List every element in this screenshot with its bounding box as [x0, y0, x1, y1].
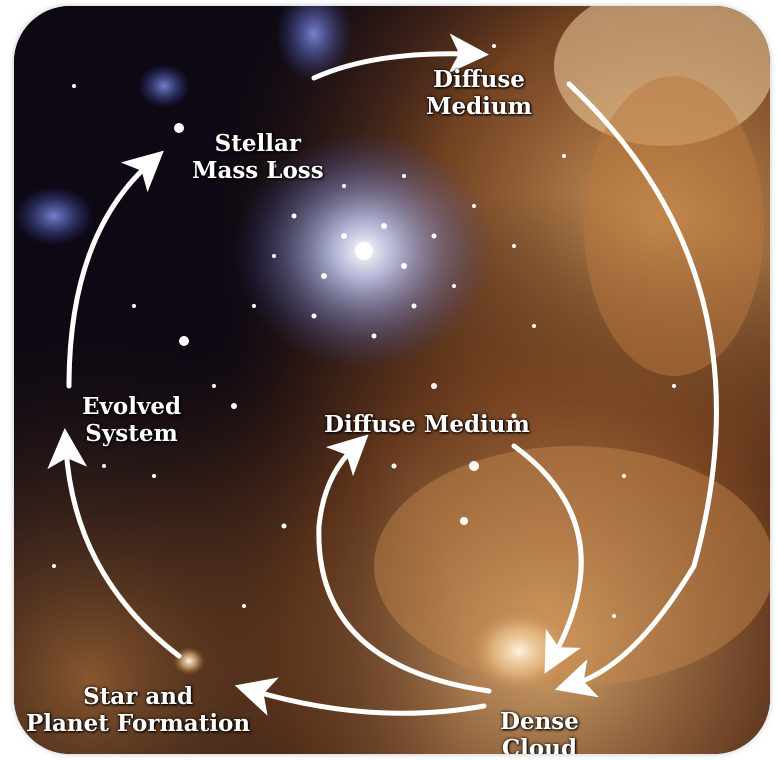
node-diffuse-medium-center-text: Diffuse Medium — [324, 411, 530, 438]
cycle-arrows — [47, 33, 719, 716]
node-star-planet-formation-line2: Planet Formation — [26, 710, 251, 737]
node-evolved-system-line2: System — [85, 420, 178, 447]
node-stellar-mass-loss: Stellar Mass Loss — [192, 130, 324, 184]
arrow-center-to-dense — [511, 443, 584, 674]
node-diffuse-medium-top-line2: Medium — [426, 93, 532, 120]
node-evolved-system-line1: Evolved — [82, 393, 182, 420]
arrow-dense-to-center — [316, 434, 492, 694]
node-stellar-mass-loss-line1: Stellar — [214, 130, 302, 157]
node-diffuse-medium-top-line1: Diffuse — [433, 66, 525, 93]
arrow-diffuse-to-dense — [554, 81, 719, 698]
arrow-formation-to-evolved — [47, 428, 182, 659]
arrow-massloss-to-diffuse — [311, 33, 489, 81]
node-stellar-mass-loss-line2: Mass Loss — [192, 157, 324, 184]
stars — [52, 44, 676, 618]
node-star-planet-formation: Star and Planet Formation — [26, 683, 250, 737]
node-dense-cloud: Dense Cloud — [500, 708, 579, 754]
diagram-frame: Diffuse Medium Stellar Mass Loss Evolved… — [14, 6, 770, 754]
node-diffuse-medium-center: Diffuse Medium — [324, 411, 530, 438]
node-star-planet-formation-line1: Star and — [83, 683, 194, 710]
node-dense-cloud-line2: Cloud — [501, 735, 578, 754]
arrow-dense-to-formation — [234, 677, 487, 716]
arrow-evolved-to-massloss — [66, 150, 164, 389]
node-diffuse-medium-top: Diffuse Medium — [426, 66, 532, 120]
node-evolved-system: Evolved System — [82, 393, 181, 447]
node-dense-cloud-line1: Dense — [500, 708, 579, 735]
nebula-background — [14, 6, 770, 754]
